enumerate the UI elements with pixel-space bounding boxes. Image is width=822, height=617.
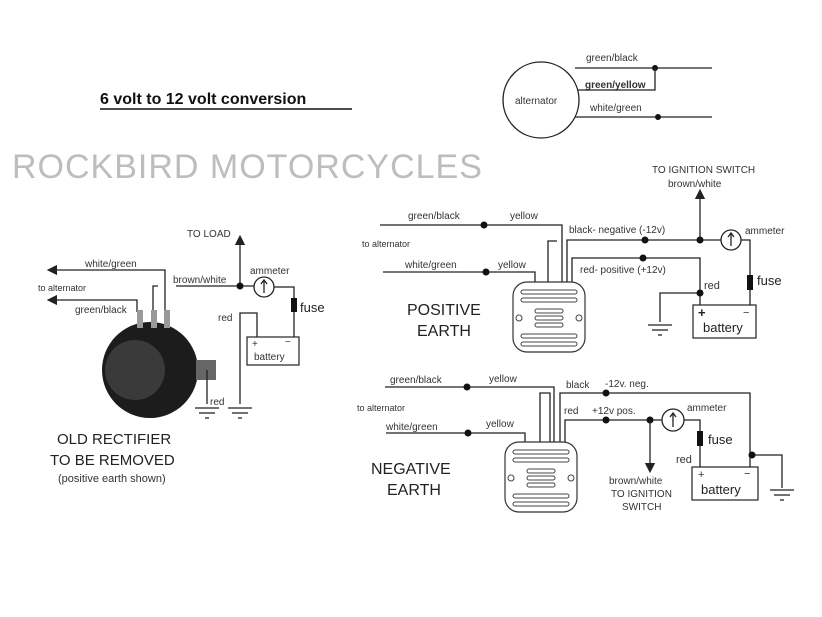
alternator-symbol: [502, 61, 580, 139]
page-title: 6 volt to 12 volt conversion: [100, 91, 306, 108]
to-ignition-label: SWITCH: [622, 502, 661, 513]
wire-label: brown/white: [668, 179, 722, 190]
wire-label: yellow: [489, 374, 518, 385]
wire-label: green/yellow: [585, 80, 646, 91]
wire-label: white/green: [589, 103, 642, 114]
to-ignition-label: TO IGNITION SWITCH: [652, 165, 755, 176]
ammeter-label: ammeter: [687, 403, 727, 414]
wire-label: red: [564, 406, 578, 417]
battery-minus: −: [744, 468, 750, 480]
regulator-icon: [512, 281, 586, 353]
battery-minus: −: [285, 337, 291, 348]
wire-label: red: [704, 280, 720, 292]
wire-label: green/black: [586, 53, 639, 64]
wire-label: green/black: [390, 375, 443, 386]
wire-label: red- positive (+12v): [580, 265, 666, 276]
fuse-icon: [747, 275, 753, 290]
regulator-icon: [504, 441, 578, 513]
caption: (positive earth shown): [58, 473, 166, 485]
alternator-label: alternator: [515, 96, 558, 107]
to-alternator-label: to alternator: [357, 403, 405, 413]
wire-label: -12v. neg.: [605, 379, 649, 390]
wire-label: yellow: [498, 260, 527, 271]
battery-label: battery: [254, 352, 285, 363]
fuse-label: fuse: [300, 300, 325, 315]
battery-icon: [692, 304, 757, 339]
fuse-icon: [291, 298, 297, 312]
wire-label: red: [676, 454, 692, 466]
to-load-label: TO LOAD: [187, 229, 231, 240]
wire-label: brown/white: [609, 476, 663, 487]
negative-earth-diagram: green/black yellow to alternator white/g…: [357, 374, 795, 513]
wire-label: yellow: [486, 419, 515, 430]
battery-icon: [246, 336, 300, 366]
caption: EARTH: [417, 323, 471, 340]
ammeter-label: ammeter: [250, 266, 290, 277]
wire-label: brown/white: [173, 275, 227, 286]
battery-minus: −: [743, 307, 749, 319]
caption: POSITIVE: [407, 302, 481, 319]
wire-label: red: [218, 313, 232, 324]
wire-label: white/green: [404, 260, 457, 271]
rectifier-bolt: [196, 360, 216, 380]
battery-label: battery: [703, 320, 743, 335]
caption: NEGATIVE: [371, 461, 451, 478]
fuse-label: fuse: [708, 432, 733, 447]
wire-label: white/green: [84, 259, 137, 270]
wire-label: +12v pos.: [592, 406, 636, 417]
alternator-diagram: alternator green/black green/yellow whit…: [502, 53, 712, 139]
old-rectifier-diagram: TO LOAD white/green to alternator green/…: [38, 229, 325, 485]
ammeter-label: ammeter: [745, 226, 785, 237]
wire-label: black: [566, 380, 590, 391]
battery-plus: +: [698, 305, 706, 320]
caption: TO BE REMOVED: [50, 452, 175, 469]
to-ignition-label: TO IGNITION: [611, 489, 672, 500]
to-alternator-label: to alternator: [362, 239, 410, 249]
wire-label: green/black: [408, 211, 461, 222]
fuse-icon: [697, 431, 703, 446]
watermark: ROCKBIRD MOTORCYCLES: [12, 148, 483, 186]
caption: EARTH: [387, 482, 441, 499]
to-alternator-label: to alternator: [38, 283, 86, 293]
fuse-label: fuse: [757, 273, 782, 288]
battery-plus: +: [252, 339, 258, 350]
battery-icon: [691, 466, 759, 501]
positive-earth-diagram: green/black yellow to alternator white/g…: [362, 165, 785, 353]
wire-label: green/black: [75, 305, 128, 316]
wire-label: yellow: [510, 211, 539, 222]
battery-plus: +: [698, 469, 704, 481]
wire-label: white/green: [385, 422, 438, 433]
battery-label: battery: [701, 482, 741, 497]
wire-label: black- negative (-12v): [569, 225, 665, 236]
caption: OLD RECTIFIER: [57, 431, 171, 448]
wire-label: red: [210, 397, 224, 408]
